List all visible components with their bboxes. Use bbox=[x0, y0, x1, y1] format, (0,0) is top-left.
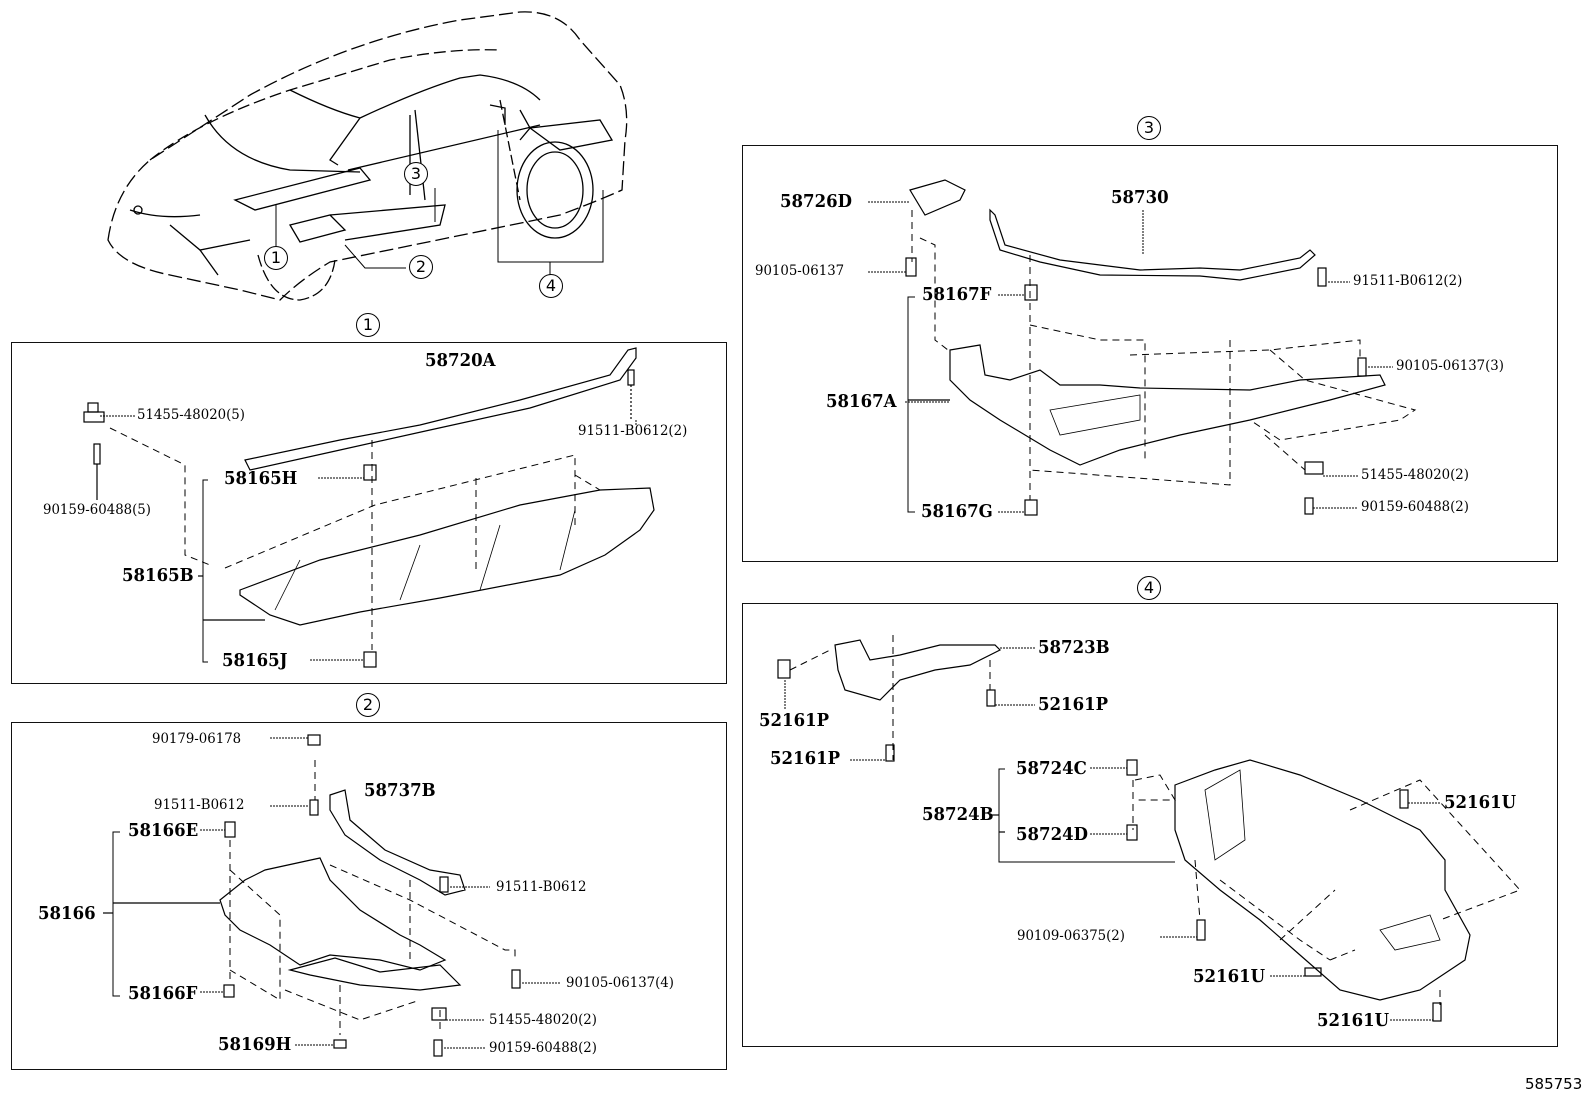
section-3-drawing bbox=[905, 179, 1417, 516]
part-label[interactable]: 51455-48020(2) bbox=[489, 1012, 597, 1028]
part-label[interactable]: 58724C bbox=[1016, 758, 1087, 779]
vehicle-overview-drawing bbox=[107, 11, 628, 301]
part-label[interactable]: 58723B bbox=[1038, 637, 1110, 658]
part-label[interactable]: 58720A bbox=[425, 350, 496, 371]
overview-callout-4[interactable]: 4 bbox=[539, 274, 563, 298]
part-label[interactable]: 58730 bbox=[1111, 187, 1169, 208]
part-label[interactable]: 58167G bbox=[921, 501, 993, 522]
part-label[interactable]: 91511-B0612(2) bbox=[1353, 273, 1463, 289]
section-2-number: 2 bbox=[356, 693, 380, 717]
part-label[interactable]: 58165B bbox=[122, 565, 194, 586]
label-leaders bbox=[100, 201, 1440, 1049]
part-label[interactable]: 51455-48020(2) bbox=[1361, 467, 1469, 483]
section-2-frame bbox=[11, 722, 727, 1070]
part-label[interactable]: 90159-60488(2) bbox=[489, 1040, 597, 1056]
part-label[interactable]: 91511-B0612 bbox=[154, 797, 245, 813]
part-label[interactable]: 90109-06375(2) bbox=[1017, 928, 1125, 944]
section-4-number: 4 bbox=[1137, 576, 1161, 600]
section-2-drawing bbox=[103, 734, 521, 1057]
section-1-drawing bbox=[83, 347, 655, 668]
section-3-number: 3 bbox=[1137, 116, 1161, 140]
part-label[interactable]: 91511-B0612 bbox=[496, 879, 587, 895]
section-1-number: 1 bbox=[356, 313, 380, 337]
overview-callout-1[interactable]: 1 bbox=[264, 246, 288, 270]
part-label[interactable]: 52161U bbox=[1444, 792, 1517, 813]
part-label[interactable]: 90105-06137(3) bbox=[1396, 358, 1504, 374]
part-label[interactable]: 52161P bbox=[1038, 694, 1109, 715]
part-label[interactable]: 58166E bbox=[128, 820, 199, 841]
part-label[interactable]: 51455-48020(5) bbox=[137, 407, 245, 423]
part-label[interactable]: 91511-B0612(2) bbox=[578, 423, 688, 439]
part-label[interactable]: 58724D bbox=[1016, 824, 1088, 845]
overview-callout-2[interactable]: 2 bbox=[409, 255, 433, 279]
part-label[interactable]: 52161U bbox=[1317, 1010, 1390, 1031]
overview-callout-3[interactable]: 3 bbox=[404, 162, 428, 186]
part-label[interactable]: 58166F bbox=[128, 983, 198, 1004]
part-label[interactable]: 90105-06137(4) bbox=[566, 975, 674, 991]
part-label[interactable]: 90105-06137 bbox=[755, 263, 845, 279]
section-1-frame bbox=[11, 342, 727, 684]
part-label[interactable]: 52161U bbox=[1193, 966, 1266, 987]
overview-leaders bbox=[275, 130, 604, 275]
part-label[interactable]: 58165H bbox=[224, 468, 298, 489]
part-label[interactable]: 52161P bbox=[759, 710, 830, 731]
section-4-frame bbox=[742, 603, 1558, 1047]
part-label[interactable]: 90159-60488(5) bbox=[43, 502, 151, 518]
part-label[interactable]: 90179-06178 bbox=[152, 731, 242, 747]
part-label[interactable]: 58166 bbox=[38, 903, 96, 924]
section-3-frame bbox=[742, 145, 1558, 562]
part-label[interactable]: 52161P bbox=[770, 748, 841, 769]
figure-number: 585753 bbox=[1525, 1075, 1583, 1093]
part-label[interactable]: 58169H bbox=[218, 1034, 292, 1055]
part-label[interactable]: 90159-60488(2) bbox=[1361, 499, 1469, 515]
part-label[interactable]: 58167F bbox=[922, 284, 992, 305]
part-label[interactable]: 58724B bbox=[922, 804, 994, 825]
part-label[interactable]: 58737B bbox=[364, 780, 436, 801]
part-label[interactable]: 58165J bbox=[222, 650, 288, 671]
part-label[interactable]: 58726D bbox=[780, 191, 852, 212]
part-label[interactable]: 58167A bbox=[826, 391, 897, 412]
section-4-drawing bbox=[777, 635, 1521, 1022]
